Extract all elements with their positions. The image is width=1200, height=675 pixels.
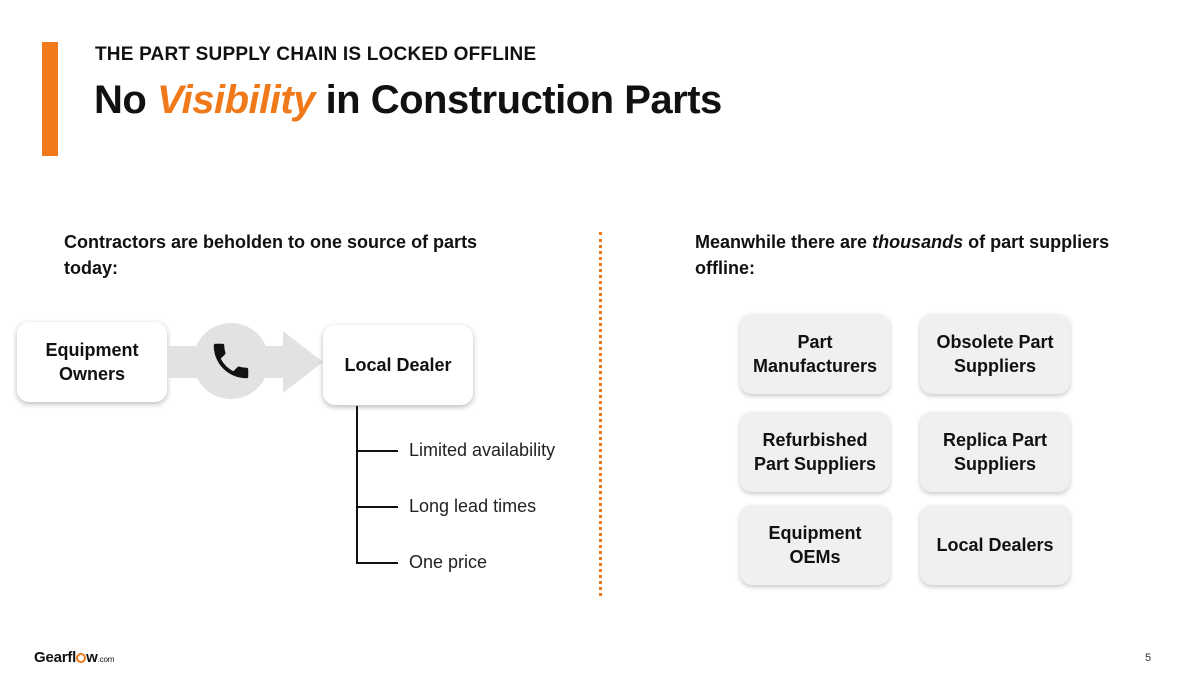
tree-branch [356, 450, 398, 452]
issue-one-price: One price [409, 552, 488, 572]
accent-bar [42, 42, 58, 156]
right-heading-post: of part suppliers offline: [695, 232, 1110, 278]
right-heading-emphasis: thousands [872, 232, 964, 252]
issue-long-lead-times: Long lead times [409, 496, 537, 516]
title-prefix: No [94, 78, 157, 122]
supplier-box: Refurbished Part Suppliers [740, 412, 890, 492]
slide-eyebrow: THE PART SUPPLY CHAIN IS LOCKED OFFLINE [95, 44, 537, 65]
title-accent-word: Visibility [156, 78, 316, 122]
logo-ring-icon [76, 653, 87, 663]
column-divider [599, 232, 602, 596]
supplier-box: Part Manufacturers [740, 314, 890, 394]
right-heading-pre: Meanwhile there are [695, 232, 873, 252]
phone-icon [213, 343, 249, 379]
tree-connector [356, 406, 358, 563]
local-dealer-box: Local Dealer [323, 325, 473, 405]
page-number: 5 [1145, 652, 1152, 664]
tree-branch [356, 506, 398, 508]
phone-circle [193, 323, 269, 399]
issue-limited-availability: Limited availability [409, 440, 556, 460]
slide-title: No Visibility in Construction Parts [94, 78, 722, 123]
right-column-heading: Meanwhile there are thousands of part su… [695, 229, 1115, 281]
supplier-box: Local Dealers [920, 505, 1070, 585]
supplier-box: Equipment OEMs [740, 505, 890, 585]
supplier-box: Replica Part Suppliers [920, 412, 1070, 492]
tree-branch [356, 562, 398, 564]
supplier-box: Obsolete Part Suppliers [920, 314, 1070, 394]
left-column-heading: Contractors are beholden to one source o… [64, 232, 478, 278]
equipment-owners-box: Equipment Owners [17, 322, 167, 402]
title-suffix: in Construction Parts [314, 78, 723, 122]
